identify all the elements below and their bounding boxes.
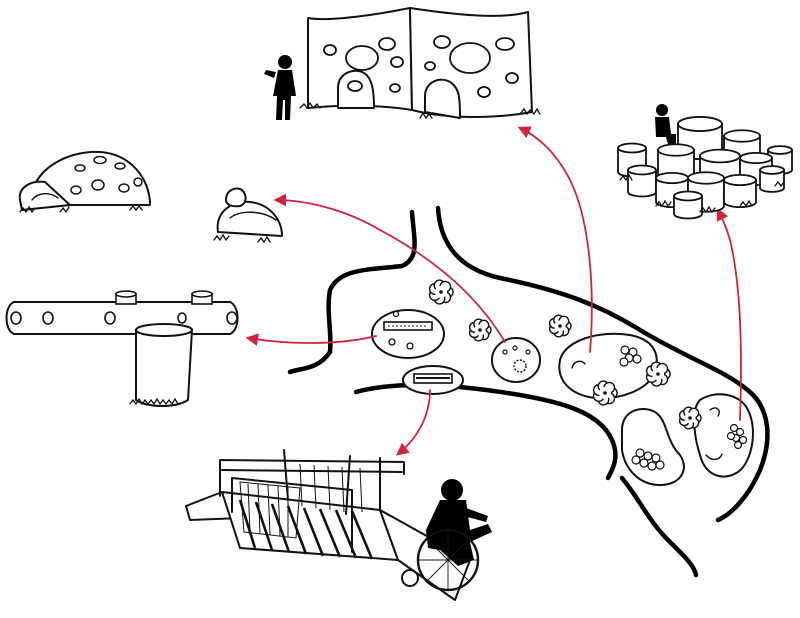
seated-child-figure bbox=[655, 104, 676, 144]
wheelchair-user-figure bbox=[401, 479, 492, 592]
plan-trees bbox=[428, 279, 702, 430]
plan-tree-icon bbox=[428, 279, 454, 305]
plan-tree-icon bbox=[678, 406, 702, 430]
turtle-dome-illustration bbox=[18, 150, 151, 214]
stump-post bbox=[759, 165, 785, 193]
arrow-to-log-tunnel bbox=[245, 333, 377, 346]
log-tunnel-illustration bbox=[5, 290, 239, 407]
zone-turtle bbox=[491, 337, 541, 383]
plan-tree-icon bbox=[468, 318, 492, 342]
connection-arrows bbox=[245, 126, 742, 456]
arrow-to-perforated-wall bbox=[517, 126, 593, 353]
plan-tree-icon bbox=[548, 314, 572, 338]
zone-bridge bbox=[402, 365, 464, 395]
zone-wall bbox=[558, 332, 658, 400]
small-turtle-illustration bbox=[213, 187, 283, 244]
stump-post bbox=[627, 164, 657, 198]
stump-post bbox=[673, 190, 703, 220]
arrow-to-small-turtle bbox=[273, 193, 506, 343]
path-edge-upper-right bbox=[435, 205, 770, 523]
perforated-wall-illustration bbox=[299, 7, 541, 120]
plan-zones bbox=[371, 309, 754, 486]
standing-child-figure bbox=[264, 55, 296, 120]
path-edge-lower bbox=[353, 382, 618, 481]
plan-tree-icon bbox=[645, 361, 671, 387]
zone-stumps bbox=[621, 393, 754, 486]
path-edge-bottom bbox=[619, 475, 699, 578]
stepping-stumps-illustration bbox=[617, 116, 793, 220]
arrow-to-bridge bbox=[396, 389, 431, 456]
zone-log-tunnel bbox=[371, 309, 445, 359]
accessible-bridge-illustration bbox=[185, 449, 471, 601]
path-edge-upper-left bbox=[287, 209, 417, 375]
stump-post bbox=[723, 173, 757, 209]
plan-tree-icon bbox=[592, 380, 618, 406]
arrow-to-stepping-stumps bbox=[716, 207, 742, 421]
